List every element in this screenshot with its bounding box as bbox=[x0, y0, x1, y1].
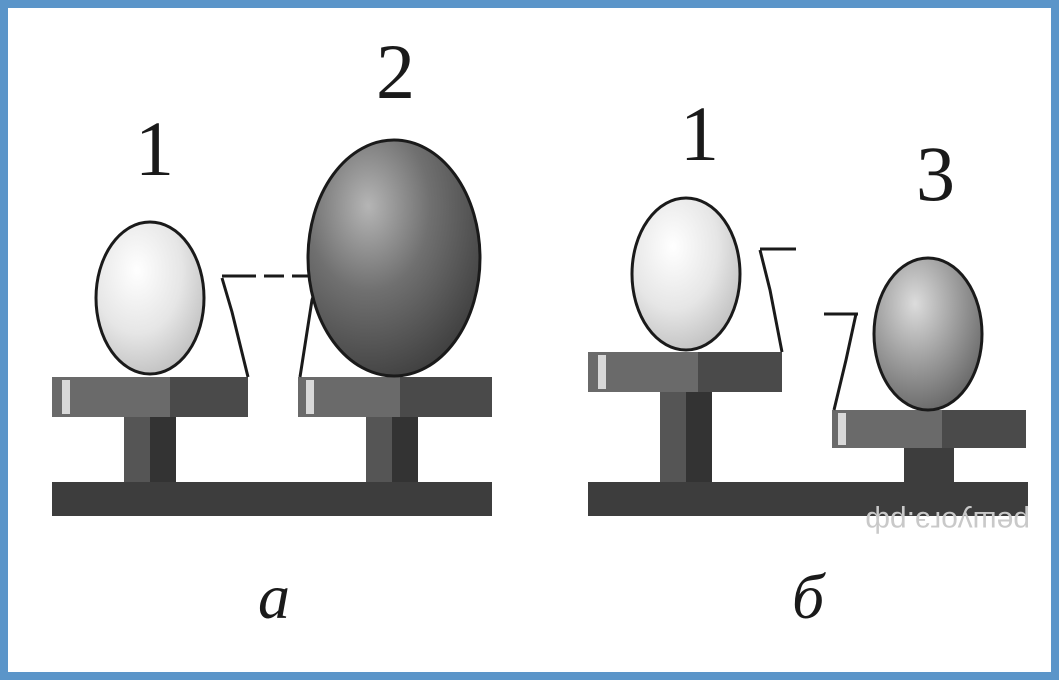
pointer-line-3 bbox=[832, 313, 858, 411]
base-plate-a bbox=[52, 482, 492, 516]
ball-1-light bbox=[94, 220, 206, 376]
ball-3-mid bbox=[872, 256, 984, 412]
watermark: решуогэ.рф bbox=[865, 505, 1030, 538]
stand-post-3 bbox=[904, 446, 954, 482]
label-ball-1-a: 1 bbox=[135, 105, 174, 192]
pointer-line-1b bbox=[758, 249, 784, 353]
base-plate-b bbox=[588, 482, 1028, 516]
label-ball-3: 3 bbox=[916, 130, 955, 217]
caption-b: б bbox=[792, 561, 826, 632]
label-ball-2: 2 bbox=[376, 28, 415, 115]
ball-2-dark bbox=[306, 138, 482, 378]
label-ball-1-b: 1 bbox=[680, 90, 719, 177]
ball-1-light-b bbox=[630, 196, 742, 352]
pointer-line-1a bbox=[220, 277, 250, 378]
caption-a: а bbox=[258, 561, 290, 632]
panel-b: 1 3 б решуогэ.рф bbox=[588, 90, 1030, 632]
panel-a: 1 2 а bbox=[52, 28, 492, 632]
